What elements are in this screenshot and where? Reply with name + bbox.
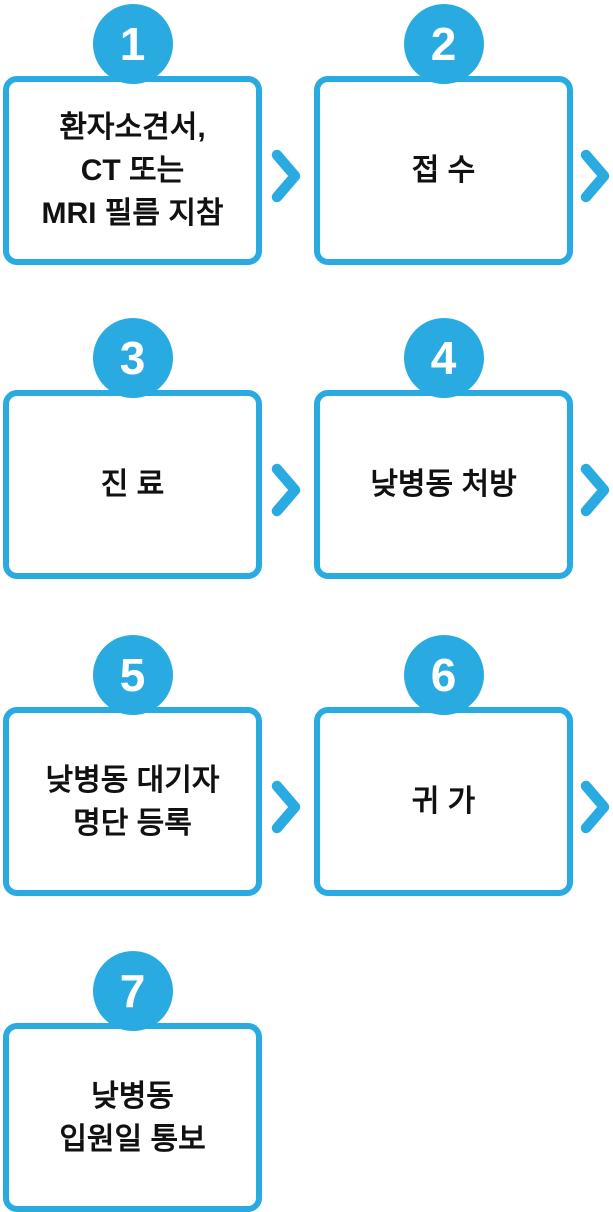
step-box: 접 수	[314, 76, 573, 265]
step-number: 5	[119, 649, 146, 701]
step-number: 7	[119, 965, 146, 1017]
step-4: 4 낮병동 처방	[314, 318, 573, 579]
step-label: 낮병동	[91, 1079, 174, 1113]
chevron-right-icon	[577, 460, 613, 520]
step-label: 명단 등록	[73, 806, 192, 840]
step-1: 1 환자소견서, CT 또는 MRI 필름 지참	[3, 4, 262, 265]
step-number: 2	[430, 18, 457, 70]
step-box: 낮병동 처방	[314, 390, 573, 579]
step-3: 3 진 료	[3, 318, 262, 579]
step-number-badge: 6	[403, 635, 484, 715]
step-label: 낮병동 대기자	[45, 763, 220, 797]
chevron-right-icon	[577, 146, 613, 206]
step-number: 3	[119, 332, 146, 384]
step-6: 6 귀 가	[314, 635, 573, 896]
step-number-badge: 2	[403, 4, 484, 84]
step-label: 귀 가	[411, 785, 476, 818]
step-label: CT 또는	[80, 154, 185, 187]
chevron-right-icon	[268, 146, 304, 206]
chevron-right-icon	[577, 777, 613, 837]
step-box: 귀 가	[314, 707, 573, 896]
step-number-badge: 3	[92, 318, 173, 398]
step-label: 낮병동 처방	[370, 468, 517, 501]
step-number-badge: 7	[92, 951, 173, 1031]
step-number-badge: 1	[92, 4, 173, 84]
chevron-right-icon	[268, 460, 304, 520]
step-number-badge: 5	[92, 635, 173, 715]
step-7: 7 낮병동 입원일 통보	[3, 951, 262, 1212]
step-label: MRI 필름 지참	[41, 197, 224, 230]
step-box: 진 료	[3, 390, 262, 579]
step-number: 6	[430, 649, 457, 701]
step-5: 5 낮병동 대기자 명단 등록	[3, 635, 262, 896]
step-2: 2 접 수	[314, 4, 573, 265]
step-box: 낮병동 대기자 명단 등록	[3, 707, 262, 896]
step-number: 1	[119, 18, 146, 70]
step-number-badge: 4	[403, 318, 484, 398]
step-box: 낮병동 입원일 통보	[3, 1023, 262, 1212]
chevron-right-icon	[268, 777, 304, 837]
step-box: 환자소견서, CT 또는 MRI 필름 지참	[3, 76, 262, 265]
step-label: 접 수	[411, 154, 476, 187]
step-label: 입원일 통보	[59, 1122, 206, 1156]
step-number: 4	[430, 332, 457, 384]
step-label: 진 료	[100, 468, 165, 501]
step-label: 환자소견서,	[59, 111, 206, 144]
